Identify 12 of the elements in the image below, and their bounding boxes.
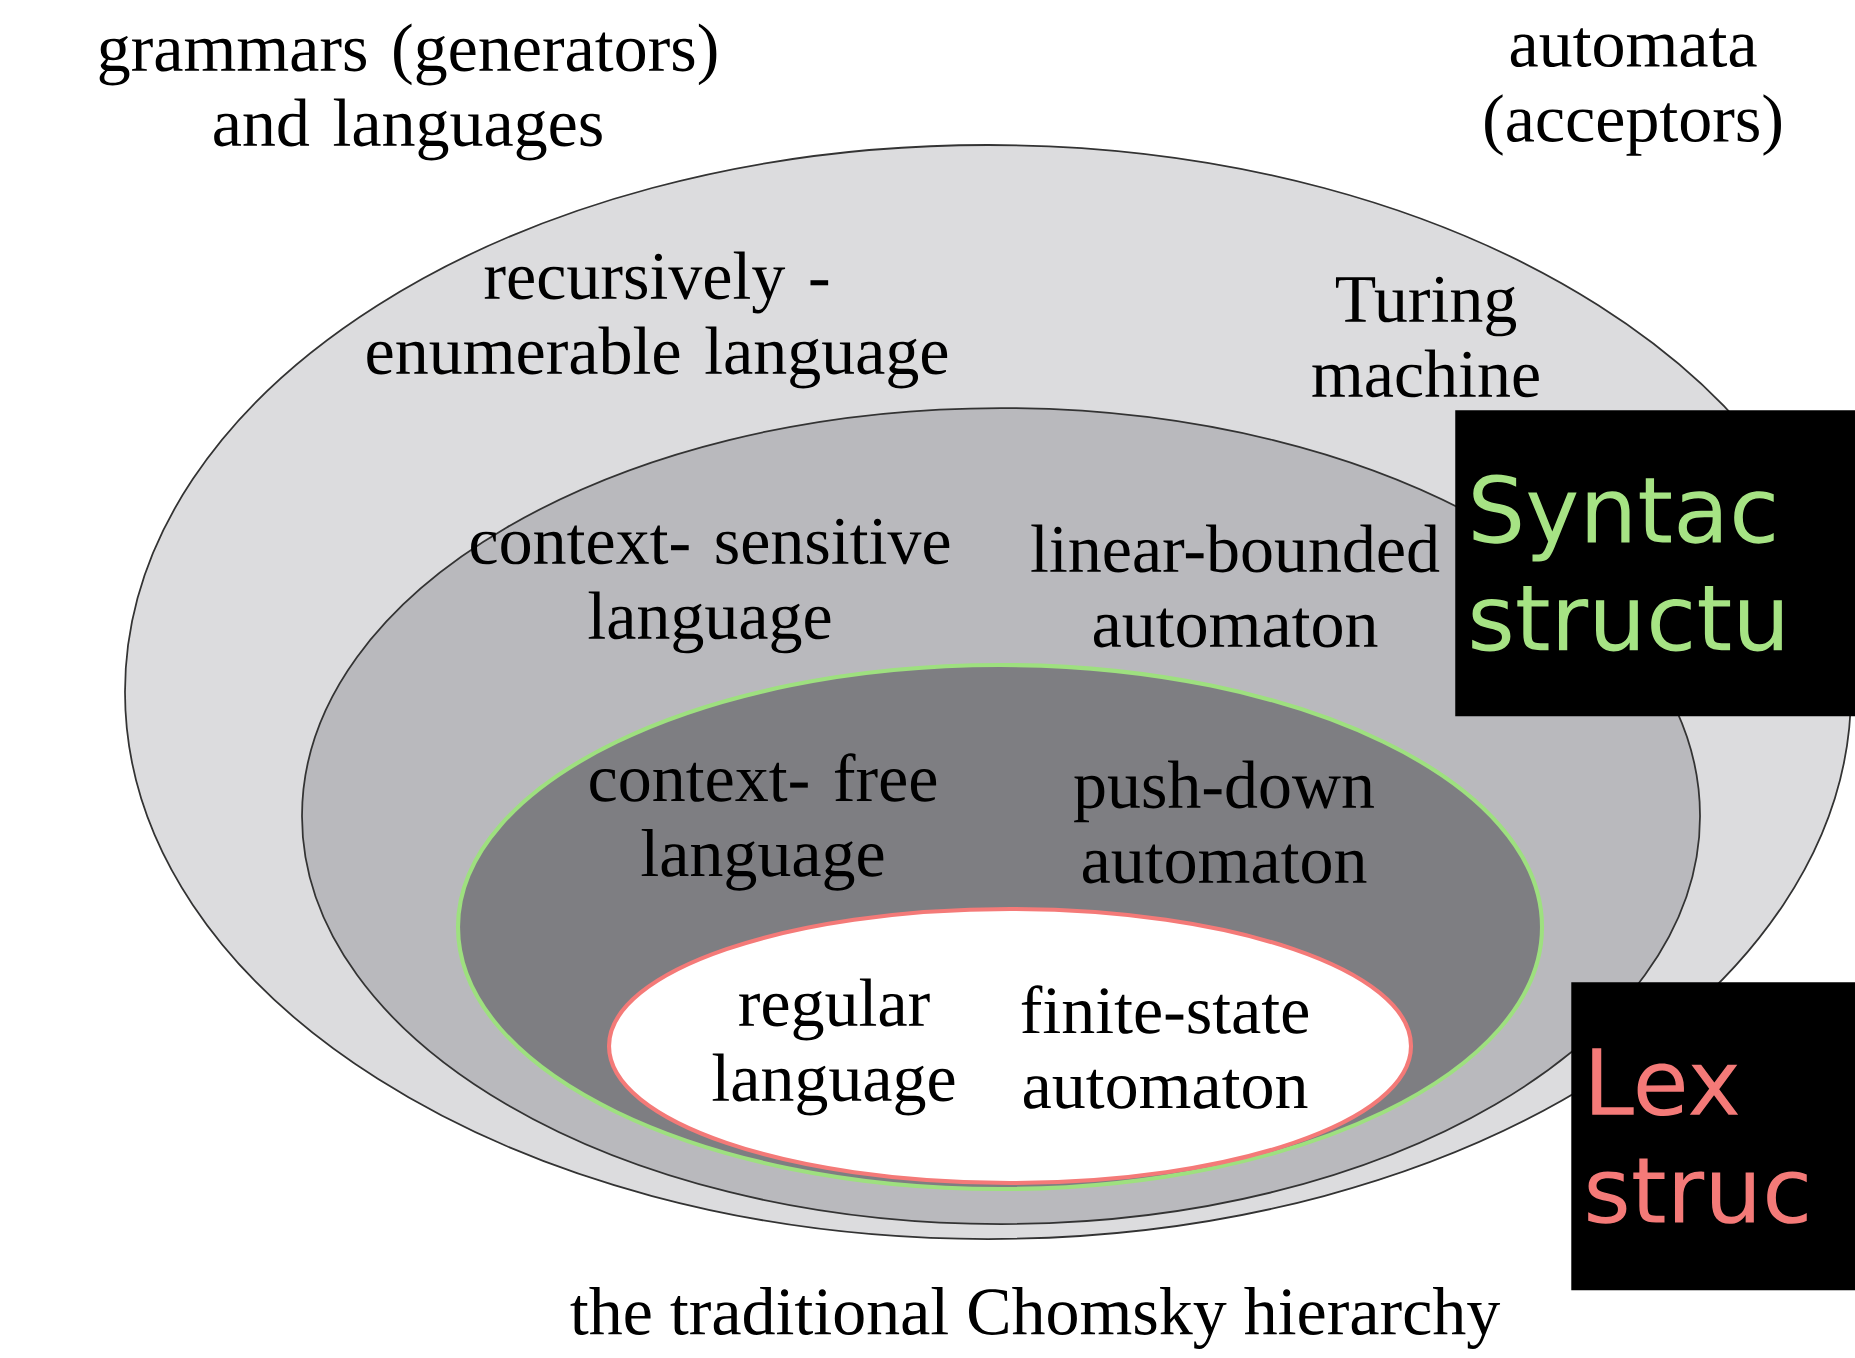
region-label: context- sensitive language <box>471 518 950 654</box>
region-label: Turing machine <box>1312 276 1539 398</box>
region-label: regular language <box>712 978 955 1116</box>
column-heading: grammars (generators) and languages <box>99 23 717 161</box>
region-label: linear-bounded automaton <box>1031 524 1440 648</box>
caption: the traditional Chomsky hierarchy <box>570 1287 1501 1349</box>
region-label: context- free language <box>590 753 937 891</box>
column-heading: automata (acceptors) <box>1485 28 1781 156</box>
region-label: recursively - enumerable language <box>367 251 948 389</box>
annotation-box: Lex struc <box>1571 982 1855 1291</box>
region-label: finite-state automaton <box>1021 985 1308 1109</box>
region-label: push-down automaton <box>1074 760 1374 884</box>
